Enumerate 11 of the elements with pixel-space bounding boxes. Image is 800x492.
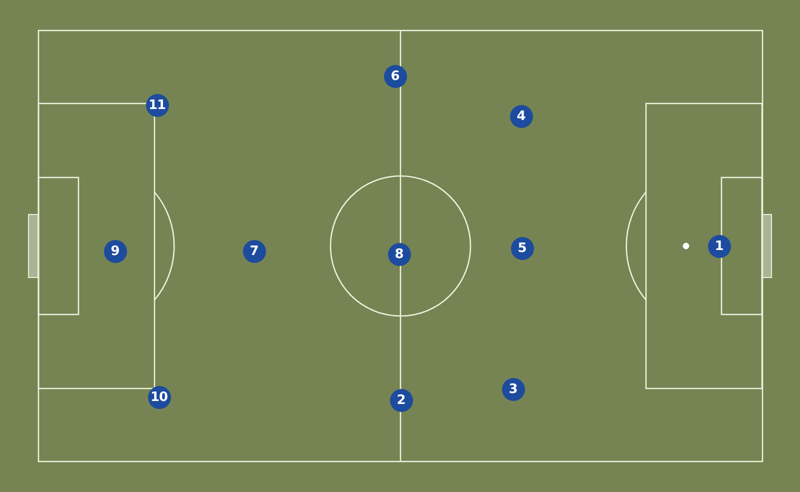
player-marker: 9 — [104, 240, 126, 262]
player-marker: 3 — [502, 378, 524, 400]
player-marker: 11 — [146, 94, 168, 116]
player-marker: 1 — [708, 234, 730, 258]
player-marker: 4 — [510, 104, 532, 128]
player-marker: 6 — [384, 64, 406, 88]
player-marker: 7 — [242, 240, 266, 262]
player-marker: 8 — [388, 242, 410, 266]
player-marker: 10 — [148, 386, 170, 408]
player-marker: 2 — [390, 388, 412, 412]
player-marker: 5 — [510, 236, 534, 260]
